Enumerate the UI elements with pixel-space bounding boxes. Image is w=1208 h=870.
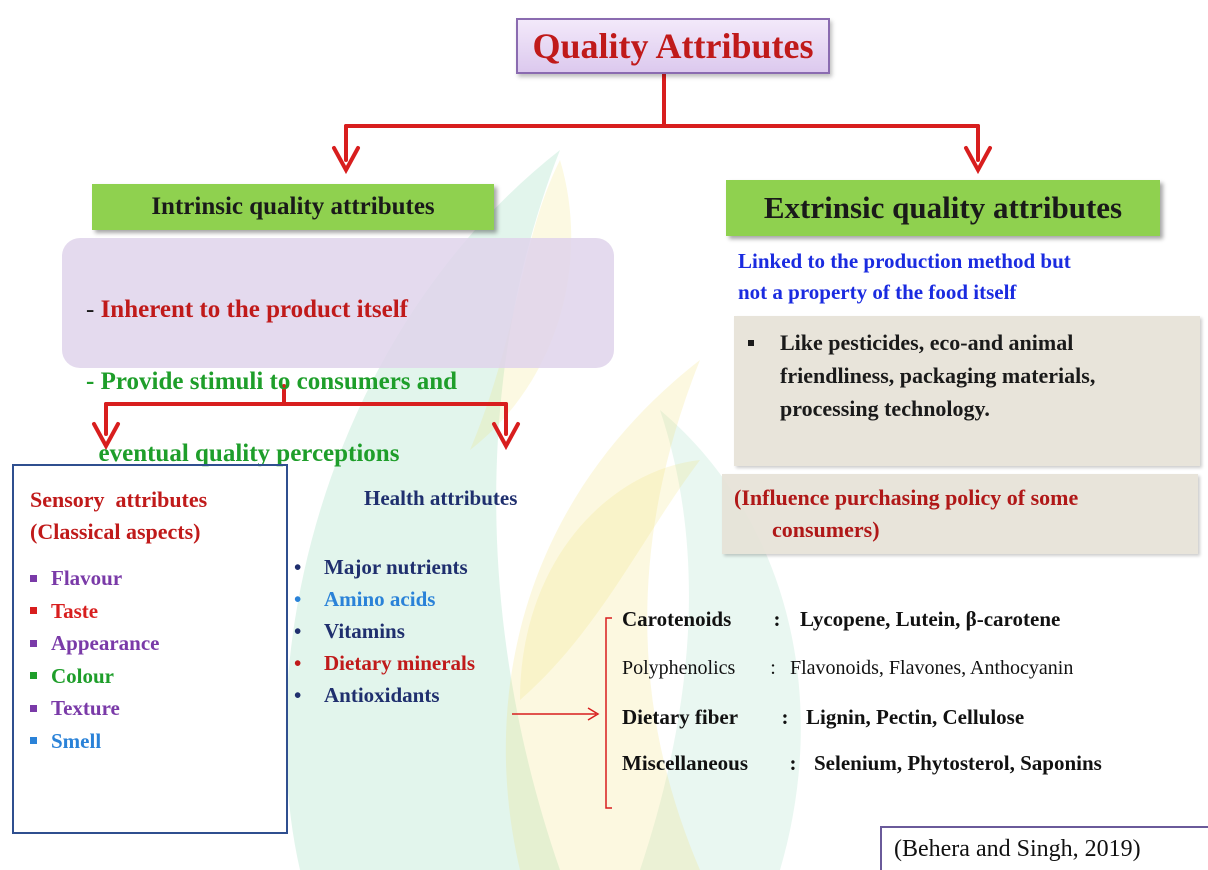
extrinsic-example-line: friendliness, packaging materials, bbox=[780, 363, 1096, 388]
list-item: •Amino acids bbox=[294, 583, 475, 615]
extrinsic-example-line: processing technology. bbox=[780, 396, 990, 421]
antioxidant-row: Dietary fiber:Lignin, Pectin, Cellulose bbox=[622, 705, 1025, 729]
intrinsic-point: eventual quality perceptions bbox=[98, 440, 400, 467]
title-box: Quality Attributes bbox=[516, 18, 830, 74]
sensory-attributes-box: Sensory attributes (Classical aspects) F… bbox=[12, 464, 288, 834]
antioxidant-row: Carotenoids:Lycopene, Lutein, β-carotene bbox=[622, 607, 1061, 631]
square-bullet-icon bbox=[30, 639, 37, 647]
sensory-title-line: Sensory attributes bbox=[30, 487, 208, 512]
health-title: Health attributes bbox=[364, 486, 518, 510]
antioxidant-row: Polyphenolics:Flavonoids, Flavones, Anth… bbox=[622, 657, 1074, 679]
square-bullet-icon bbox=[30, 704, 37, 712]
extrinsic-description: Linked to the production method but not … bbox=[738, 246, 1198, 308]
square-bullet-icon bbox=[30, 574, 37, 582]
title-text: Quality Attributes bbox=[532, 26, 814, 66]
extrinsic-heading-box: Extrinsic quality attributes bbox=[726, 180, 1160, 236]
list-item: Flavour bbox=[30, 562, 160, 595]
intrinsic-points: - Inherent to the product itself - Provi… bbox=[86, 256, 457, 490]
bullet-dot-icon: • bbox=[294, 683, 302, 707]
sensory-list: Flavour Taste Appearance Colour Texture … bbox=[30, 562, 160, 757]
extrinsic-note-line: consumers) bbox=[772, 517, 880, 542]
intrinsic-point: - Provide stimuli to consumers and bbox=[86, 368, 458, 395]
extrinsic-description-line: Linked to the production method but bbox=[738, 249, 1071, 273]
intrinsic-point: - Inherent to the product itself bbox=[86, 296, 408, 323]
sensory-title-line: (Classical aspects) bbox=[30, 519, 201, 544]
antioxidant-row: Miscellaneous:Selenium, Phytosterol, Sap… bbox=[622, 751, 1102, 775]
list-item: •Antioxidants bbox=[294, 679, 475, 711]
bullet-dot-icon: • bbox=[294, 555, 302, 579]
list-item: •Vitamins bbox=[294, 615, 475, 647]
extrinsic-note-line: (Influence purchasing policy of some bbox=[734, 485, 1079, 510]
extrinsic-examples-box: Like pesticides, eco-and animal friendli… bbox=[734, 316, 1200, 466]
extrinsic-note-box: (Influence purchasing policy of some con… bbox=[722, 474, 1198, 554]
list-item: Appearance bbox=[30, 627, 160, 660]
square-bullet-icon bbox=[30, 607, 37, 615]
intrinsic-heading: Intrinsic quality attributes bbox=[151, 193, 435, 220]
citation-text: (Behera and Singh, 2019) bbox=[894, 835, 1141, 862]
list-item: •Dietary minerals bbox=[294, 647, 475, 679]
extrinsic-heading: Extrinsic quality attributes bbox=[763, 190, 1123, 225]
bullet-dot-icon: • bbox=[294, 651, 302, 675]
bullet-dot-icon: • bbox=[294, 619, 302, 643]
square-bullet-icon bbox=[748, 340, 754, 346]
square-bullet-icon bbox=[30, 672, 37, 680]
bullet-dot-icon: • bbox=[294, 587, 302, 611]
intrinsic-description-box bbox=[62, 238, 614, 368]
health-list: •Major nutrients •Amino acids •Vitamins … bbox=[294, 551, 475, 711]
square-bullet-icon bbox=[30, 737, 37, 745]
list-item: Colour bbox=[30, 660, 160, 693]
citation: (Behera and Singh, 2019) bbox=[880, 826, 1208, 870]
list-item: Smell bbox=[30, 725, 160, 758]
list-item: •Major nutrients bbox=[294, 551, 475, 583]
intrinsic-heading-box: Intrinsic quality attributes bbox=[92, 184, 494, 230]
list-item: Taste bbox=[30, 595, 160, 628]
extrinsic-description-line: not a property of the food itself bbox=[738, 280, 1017, 304]
extrinsic-example-line: Like pesticides, eco-and animal bbox=[780, 330, 1074, 355]
list-item: Texture bbox=[30, 692, 160, 725]
